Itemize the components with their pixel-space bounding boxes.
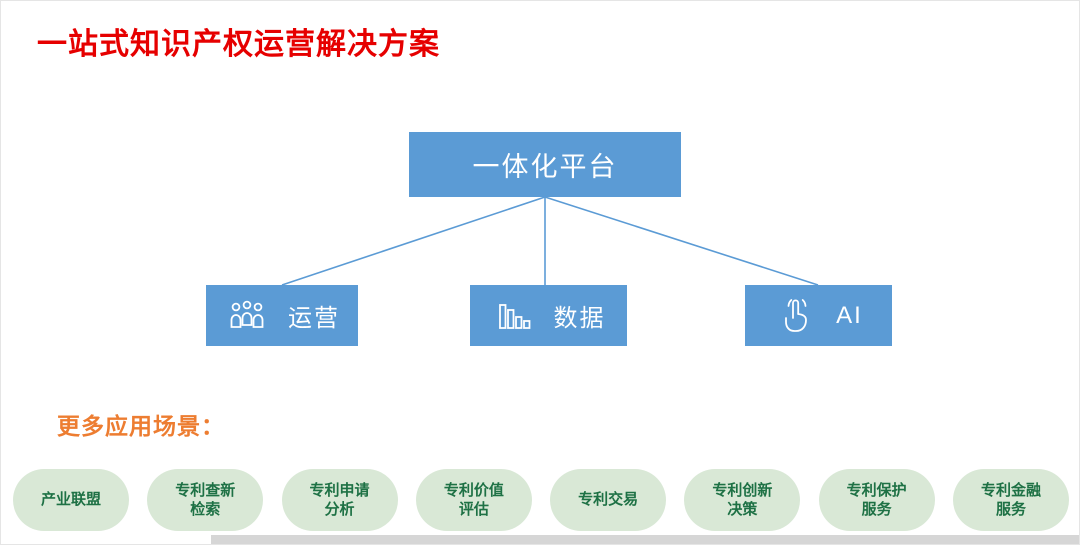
platform-box: 一体化平台: [409, 132, 681, 197]
pill-label: 专利申请 分析: [309, 481, 370, 519]
bar-chart-icon: [492, 294, 536, 338]
pill-patent-finance-service: 专利金融 服务: [952, 469, 1069, 531]
branch-label-data: 数据: [553, 305, 606, 332]
pill-patent-trading: 专利交易: [550, 469, 667, 531]
branch-label-ai: AI: [836, 301, 863, 329]
bottom-strip: [211, 535, 1079, 544]
pill-patent-application-analysis: 专利申请 分析: [281, 469, 398, 531]
pill-patent-novelty-search: 专利查新 检索: [147, 469, 264, 531]
pill-patent-value-assessment: 专利价值 评估: [415, 469, 532, 531]
platform-label: 一体化平台: [472, 152, 618, 182]
pill-label: 专利交易: [578, 491, 639, 509]
branch-box-ai: AI: [745, 285, 892, 346]
pill-label: 专利保护 服务: [846, 481, 907, 519]
more-scenarios-label: 更多应用场景：: [57, 413, 225, 439]
pill-label: 产业联盟: [40, 491, 101, 509]
pill-label: 专利查新 检索: [175, 481, 236, 519]
pill-patent-protection-service: 专利保护 服务: [818, 469, 935, 531]
people-icon: [224, 294, 270, 338]
pill-label: 专利创新 决策: [712, 481, 773, 519]
pill-label: 专利价值 评估: [443, 481, 504, 519]
page-title: 一站式知识产权运营解决方案: [37, 28, 440, 61]
branch-box-data: 数据: [470, 285, 627, 346]
branch-box-operations: 运营: [206, 285, 358, 346]
pill-patent-innovation-decision: 专利创新 决策: [684, 469, 801, 531]
pill-label: 专利金融 服务: [980, 481, 1041, 519]
branch-label-operations: 运营: [288, 305, 340, 332]
pill-industry-alliance: 产业联盟: [13, 469, 129, 531]
scenario-pill-row: 产业联盟 专利查新 检索 专利申请 分析 专利价值 评估 专利交易 专利创新 决…: [1, 469, 1079, 531]
touch-icon: [774, 294, 818, 338]
